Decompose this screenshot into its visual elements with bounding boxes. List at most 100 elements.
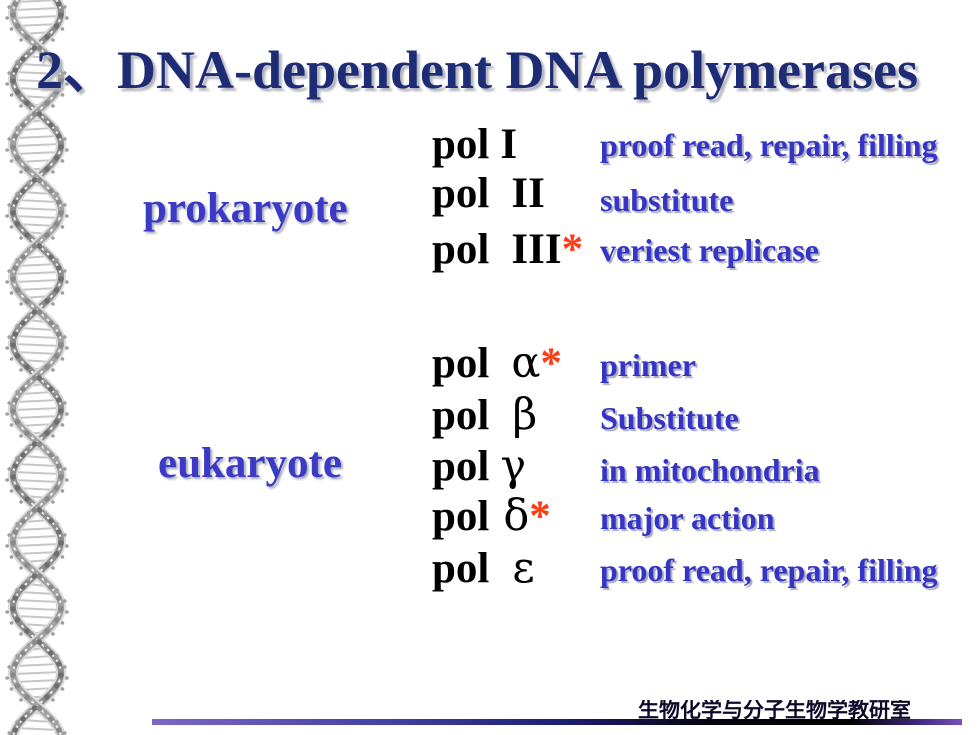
helix-atom [7, 203, 11, 207]
helix-atom [56, 265, 62, 271]
helix-atom [65, 610, 69, 614]
pol-numeral: I [500, 121, 518, 168]
helix-atom [55, 654, 59, 658]
helix-atom [31, 177, 38, 183]
helix-atom [10, 78, 16, 84]
helix-atom [14, 155, 21, 161]
pol-prefix: pol [432, 170, 490, 217]
helix-atom [58, 12, 64, 18]
helix-atom [53, 287, 60, 293]
helix-rung [14, 71, 60, 75]
helix-atom [48, 254, 54, 260]
helix-atom [19, 434, 23, 438]
helix-atom [10, 276, 16, 282]
helix-atom [26, 115, 31, 119]
helix-rung [16, 463, 58, 467]
helix-atom [10, 672, 16, 678]
helix-atom [15, 456, 19, 460]
helix-atom [14, 683, 21, 689]
helix-atom [43, 379, 48, 383]
helix-atom [36, 705, 43, 711]
helix-atom [14, 353, 21, 359]
helix-atom [5, 82, 9, 86]
helix-atom [44, 232, 50, 238]
helix-atom [65, 148, 69, 152]
helix-atom [65, 280, 69, 284]
helix-atom [14, 551, 21, 557]
helix-atom [10, 408, 16, 414]
helix-atom [9, 489, 14, 493]
helix-atom [55, 456, 59, 460]
helix-atom [56, 463, 62, 469]
helix-atom [56, 727, 62, 733]
helix-atom [63, 467, 67, 471]
polymerase-description: primer [600, 347, 696, 383]
helix-atom [24, 430, 30, 436]
helix-atom [7, 533, 11, 537]
helix-atom [51, 302, 55, 306]
pol-prefix: pol [432, 493, 490, 540]
helix-atom [12, 331, 18, 337]
helix-atom [9, 357, 14, 361]
helix-atom [9, 621, 14, 625]
helix-atom [31, 441, 38, 447]
helix-atom [53, 89, 60, 95]
helix-atom [9, 27, 14, 31]
helix-atom [20, 56, 26, 62]
helix-atom [48, 56, 54, 62]
helix-atom [15, 60, 19, 64]
helix-atom [26, 577, 31, 581]
helix-atom [10, 540, 16, 546]
helix-atom [7, 599, 11, 603]
helix-atom [51, 236, 55, 240]
helix-rung [13, 15, 61, 19]
pol-greek-letter: γ [500, 441, 527, 491]
pol-greek-letter: α [511, 338, 541, 388]
helix-atom [58, 540, 64, 546]
helix-atom [19, 500, 23, 504]
helix-atom [9, 159, 14, 163]
group-label-prokaryote: prokaryote [143, 185, 348, 232]
polymerase-description: proof read, repair, filling [600, 127, 938, 163]
helix-atom [53, 617, 60, 623]
helix-atom [36, 111, 43, 117]
helix-rung [13, 207, 61, 211]
helix-atom [63, 71, 67, 75]
helix-atom [53, 419, 60, 425]
helix-atom [19, 302, 23, 306]
helix-atom [14, 23, 21, 29]
helix-atom [5, 544, 9, 548]
polymerase-description: Substitute [600, 400, 739, 436]
helix-atom [53, 23, 60, 29]
helix-atom [36, 243, 43, 249]
helix-atom [56, 1, 62, 7]
helix-atom [48, 452, 54, 458]
helix-atom [9, 423, 14, 427]
helix-atom [36, 45, 43, 51]
helix-atom [9, 291, 14, 295]
helix-rung [12, 343, 62, 347]
helix-atom [55, 192, 59, 196]
helix-atom [12, 133, 18, 139]
helix-atom [60, 225, 65, 229]
helix-atom [53, 353, 60, 359]
helix-atom [43, 709, 48, 713]
helix-atom [53, 221, 60, 227]
helix-atom [55, 126, 59, 130]
helix-atom [51, 170, 55, 174]
group-label-eukaryote: eukaryote [158, 440, 342, 487]
helix-atom [58, 210, 64, 216]
helix-atom [55, 324, 59, 328]
helix-atom [60, 159, 65, 163]
helix-atom [43, 445, 48, 449]
helix-atom [65, 346, 69, 350]
helix-atom [26, 445, 31, 449]
helix-atom [44, 364, 50, 370]
helix-atom [43, 49, 48, 53]
helix-atom [56, 67, 62, 73]
helix-rung [15, 135, 59, 139]
helix-atom [48, 650, 54, 656]
helix-rung [16, 727, 58, 731]
helix-atom [7, 269, 11, 273]
